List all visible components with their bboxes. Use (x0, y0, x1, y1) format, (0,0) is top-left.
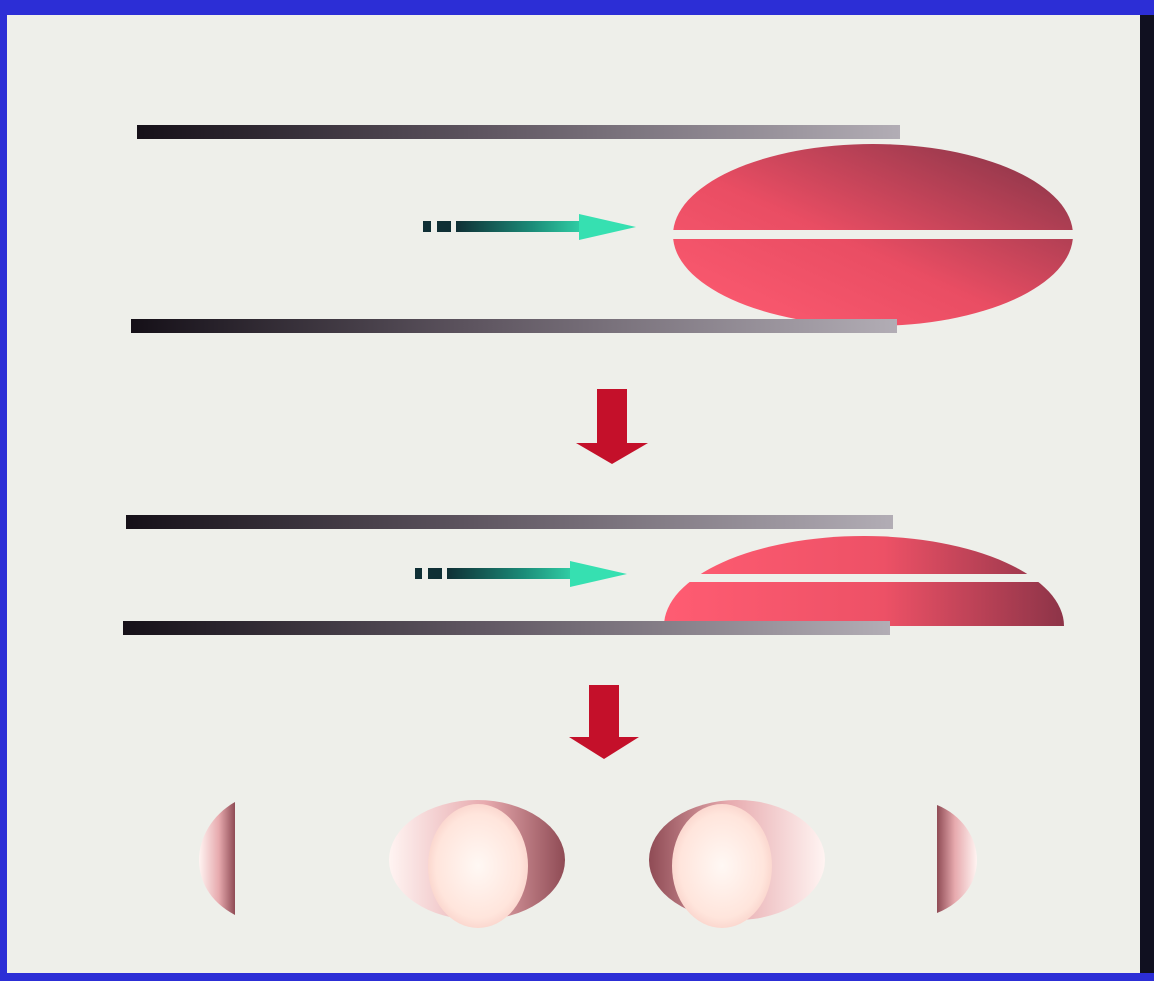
lower-plate (123, 621, 890, 635)
slice-fragment-left (199, 802, 235, 915)
diagram-slide (7, 15, 1140, 973)
slice-fragment-center-right (649, 800, 825, 928)
flow-arrow (423, 214, 636, 240)
stage-3 (199, 800, 977, 928)
stage-1 (131, 125, 1075, 333)
slice-fragment-right (937, 805, 977, 913)
cell-oval (671, 144, 1075, 326)
down-arrow-icon (576, 389, 648, 464)
lower-plate (131, 319, 897, 333)
frame-edge (1140, 15, 1154, 973)
upper-plate (126, 515, 893, 529)
slice-fragment-center-left (389, 800, 565, 928)
flow-arrow (415, 561, 627, 587)
cell-compression-diagram (7, 15, 1140, 973)
upper-plate (137, 125, 900, 139)
down-arrow-icon (569, 685, 639, 759)
